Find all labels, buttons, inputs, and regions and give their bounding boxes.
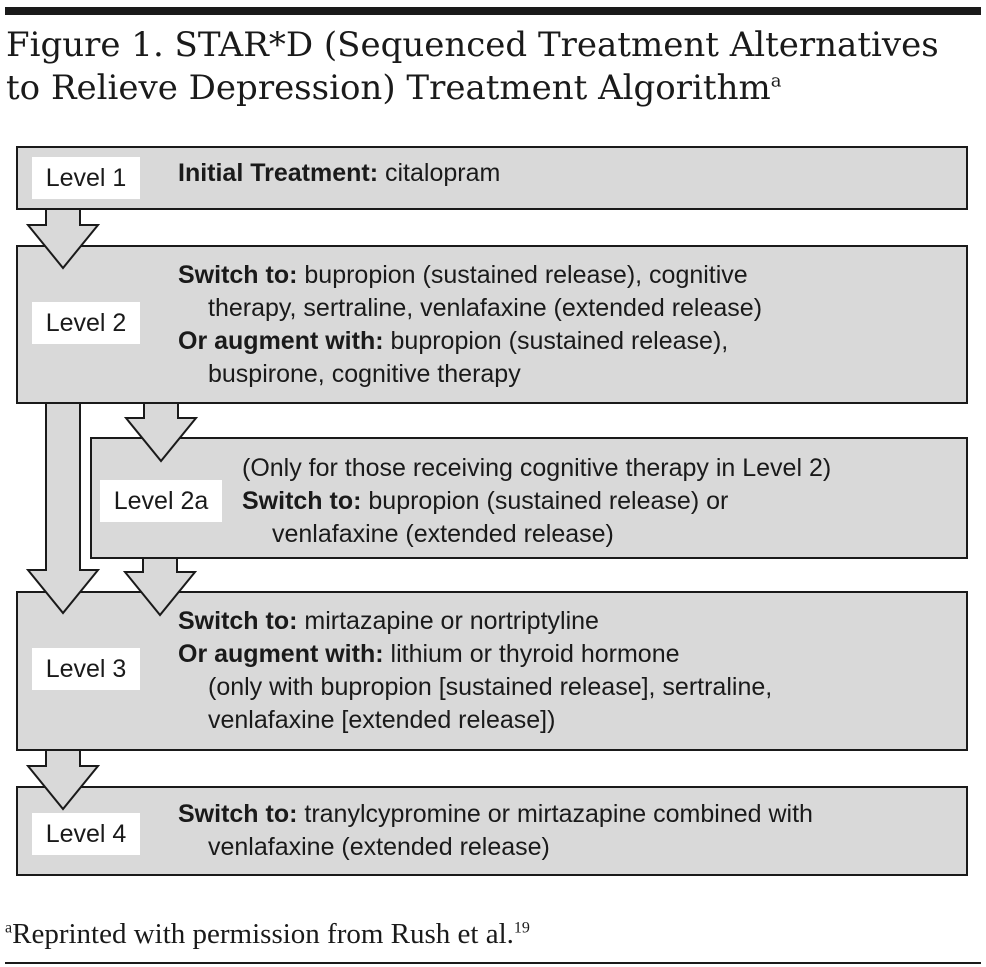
top-rule: [5, 7, 981, 15]
level-2-line-label: Switch to:: [178, 261, 298, 289]
level-2-line: therapy, sertraline, venlafaxine (extend…: [178, 292, 762, 325]
figure-title: Figure 1. STAR*D (Sequenced Treatment Al…: [6, 24, 966, 110]
figure-title-text: Figure 1. STAR*D (Sequenced Treatment Al…: [6, 25, 939, 108]
level-4-badge: Level 4: [32, 813, 140, 855]
level-4-line-text: venlafaxine (extended release): [208, 833, 550, 861]
level-3-line-text: mirtazapine or nortriptyline: [297, 607, 599, 635]
level-2a-line-text: bupropion (sustained release) or: [361, 487, 729, 515]
level-2a-line-text: (Only for those receiving cognitive ther…: [242, 454, 832, 482]
level-3-line-text: lithium or thyroid hormone: [383, 640, 680, 668]
footnote: aReprinted with permission from Rush et …: [5, 918, 530, 951]
level-2-line-label: Or augment with:: [178, 327, 384, 355]
level-2-line-text: therapy, sertraline, venlafaxine (extend…: [208, 294, 763, 322]
level-2a-text: (Only for those receiving cognitive ther…: [242, 452, 831, 551]
level-3-line-label: Switch to:: [178, 607, 298, 635]
level-3-text: Switch to: mirtazapine or nortriptyline …: [178, 605, 772, 737]
level-2a-badge: Level 2a: [100, 480, 222, 522]
level-4-text: Switch to: tranylcypromine or mirtazapin…: [178, 798, 813, 864]
level-2-box: [16, 245, 968, 404]
level-3-line: Switch to: mirtazapine or nortriptyline: [178, 605, 772, 638]
footnote-mark: a: [5, 919, 13, 937]
bottom-rule: [5, 962, 981, 964]
arrow-level2-to-level3: [25, 402, 101, 615]
level-2a-line-label: Switch to:: [242, 487, 362, 515]
level-1-line-text: citalopram: [378, 159, 501, 187]
level-2a-line: venlafaxine (extended release): [242, 518, 831, 551]
level-3-line-text: venlafaxine [extended release]): [208, 706, 556, 734]
level-1-line-label: Initial Treatment:: [178, 159, 379, 187]
level-2a-line-text: venlafaxine (extended release): [272, 520, 614, 548]
level-2a-line: Switch to: bupropion (sustained release)…: [242, 485, 831, 518]
figure-title-footnote-mark: a: [770, 70, 782, 92]
level-2-line: Or augment with: bupropion (sustained re…: [178, 325, 762, 358]
level-3-line: Or augment with: lithium or thyroid horm…: [178, 638, 772, 671]
level-2a-box: [90, 437, 968, 559]
level-4-line-text: tranylcypromine or mirtazapine combined …: [297, 800, 813, 828]
level-4-line-label: Switch to:: [178, 800, 298, 828]
level-2a-line: (Only for those receiving cognitive ther…: [242, 452, 831, 485]
arrow-level3-to-level4: [25, 749, 101, 811]
level-4-line: Switch to: tranylcypromine or mirtazapin…: [178, 798, 813, 831]
level-2-line: Switch to: bupropion (sustained release)…: [178, 259, 762, 292]
level-2-line: buspirone, cognitive therapy: [178, 358, 762, 391]
level-3-badge: Level 3: [32, 648, 140, 690]
level-2-text: Switch to: bupropion (sustained release)…: [178, 259, 762, 391]
level-1-badge: Level 1: [32, 157, 140, 199]
level-3-line: (only with bupropion [sustained release]…: [178, 671, 772, 704]
level-3-line: venlafaxine [extended release]): [178, 704, 772, 737]
level-1-text: Initial Treatment: citalopram: [178, 157, 500, 190]
footnote-text: Reprinted with permission from Rush et a…: [12, 918, 514, 950]
level-2-line-text: buspirone, cognitive therapy: [208, 360, 521, 388]
level-2-badge: Level 2: [32, 302, 140, 344]
level-1-line: Initial Treatment: citalopram: [178, 157, 500, 190]
arrow-level1-to-level2: [25, 208, 101, 270]
level-2-line-text: bupropion (sustained release),: [383, 327, 729, 355]
arrow-level2-to-level2a: [123, 402, 199, 463]
level-4-box: [16, 786, 968, 876]
level-1-box: [16, 146, 968, 210]
level-3-box: [16, 591, 968, 751]
level-3-line-label: Or augment with:: [178, 640, 384, 668]
footnote-reference: 19: [513, 919, 530, 937]
arrow-level2a-to-level3: [122, 557, 198, 617]
level-4-line: venlafaxine (extended release): [178, 831, 813, 864]
level-2-line-text: bupropion (sustained release), cognitive: [297, 261, 748, 289]
level-3-line-text: (only with bupropion [sustained release]…: [208, 673, 773, 701]
